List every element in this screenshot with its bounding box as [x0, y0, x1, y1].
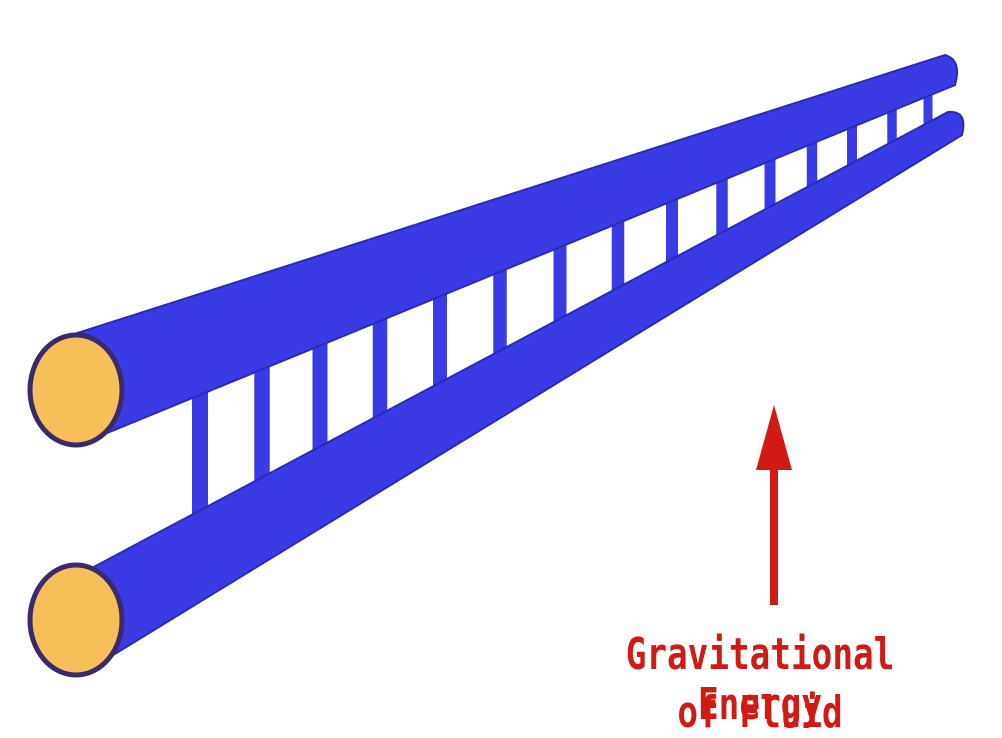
ladder-rung: [806, 137, 818, 191]
ladder-rung: [372, 314, 388, 421]
upper-tube: [60, 53, 958, 442]
upper-tube-end: [27, 332, 125, 448]
ladder-rung: [764, 154, 776, 213]
ladder-rung: [254, 363, 270, 484]
ladder-rungs: [192, 90, 933, 517]
ladder-rung: [312, 339, 328, 453]
ladder-rung: [847, 121, 857, 170]
caption-line-2: of Fluid: [677, 687, 843, 738]
ladder-rung: [611, 217, 625, 294]
lower-tube-end: [27, 562, 125, 678]
caption-line-1: Gravitational Energy: [625, 629, 895, 730]
ladder-rung: [192, 388, 208, 517]
ladder-rung: [666, 195, 678, 266]
ladder-rung: [493, 265, 507, 357]
ladder-rung: [923, 90, 933, 129]
upward-arrow-icon: [756, 405, 792, 605]
ladder-rung: [887, 104, 897, 148]
ladder-rung: [716, 174, 728, 239]
lower-tube: [58, 110, 965, 670]
ladder-rung: [433, 290, 447, 389]
ladder-rung: [553, 241, 567, 325]
